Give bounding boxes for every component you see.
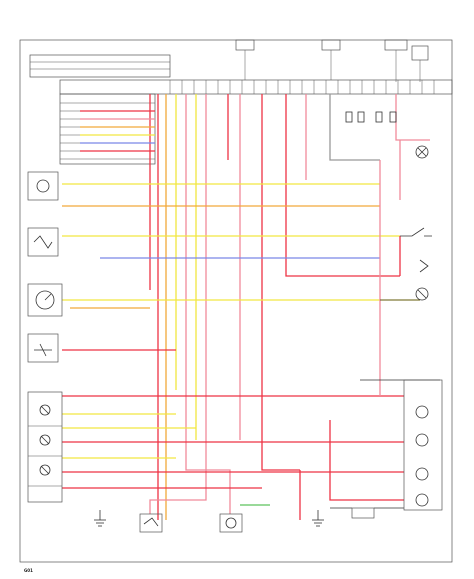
fuse-box-2 (321, 39, 341, 80)
wire-pink (395, 94, 430, 141)
right-ground-stubs (345, 111, 397, 123)
main-connector-block (59, 79, 453, 95)
wire-gray (329, 94, 380, 161)
lamp-2-icon (39, 434, 51, 446)
left-component-3-gauge (27, 283, 63, 317)
left-component-2 (27, 227, 59, 257)
right-switch-1-icon (400, 227, 432, 237)
fuse-box-1 (235, 39, 255, 80)
bottom-connector-icon (351, 507, 375, 519)
right-component-2-icon (419, 259, 429, 273)
footer-code: G01 (24, 568, 33, 573)
right-lamp-2-icon (415, 287, 429, 301)
wire-red (261, 94, 300, 471)
header-connector-block (29, 54, 171, 78)
bottom-component-1 (139, 513, 163, 533)
fuse-box-4 (411, 45, 429, 82)
bottom-component-2 (219, 513, 243, 533)
ground-symbol-1 (94, 510, 106, 527)
ground-symbol-2 (312, 510, 324, 527)
left-switch-cluster (59, 93, 156, 165)
lamp-1-icon (39, 404, 51, 416)
wire-red (285, 94, 400, 277)
diagram-frame (19, 39, 453, 563)
main-connector-pins (169, 80, 435, 94)
right-lamp-1-icon (415, 145, 429, 159)
wire-layer (62, 94, 440, 520)
right-lamp-stack (403, 379, 443, 511)
left-lamp-stack (27, 391, 63, 503)
fuse-box-3 (384, 39, 408, 82)
wire-red (329, 420, 404, 501)
left-lamp-stack-dividers (28, 425, 62, 487)
lamp-3-icon (39, 464, 51, 476)
left-component-1 (27, 171, 59, 201)
wire-pink (149, 94, 207, 514)
wire-pink (185, 94, 231, 514)
left-component-4 (27, 333, 59, 363)
header-connector-lines (30, 61, 170, 70)
